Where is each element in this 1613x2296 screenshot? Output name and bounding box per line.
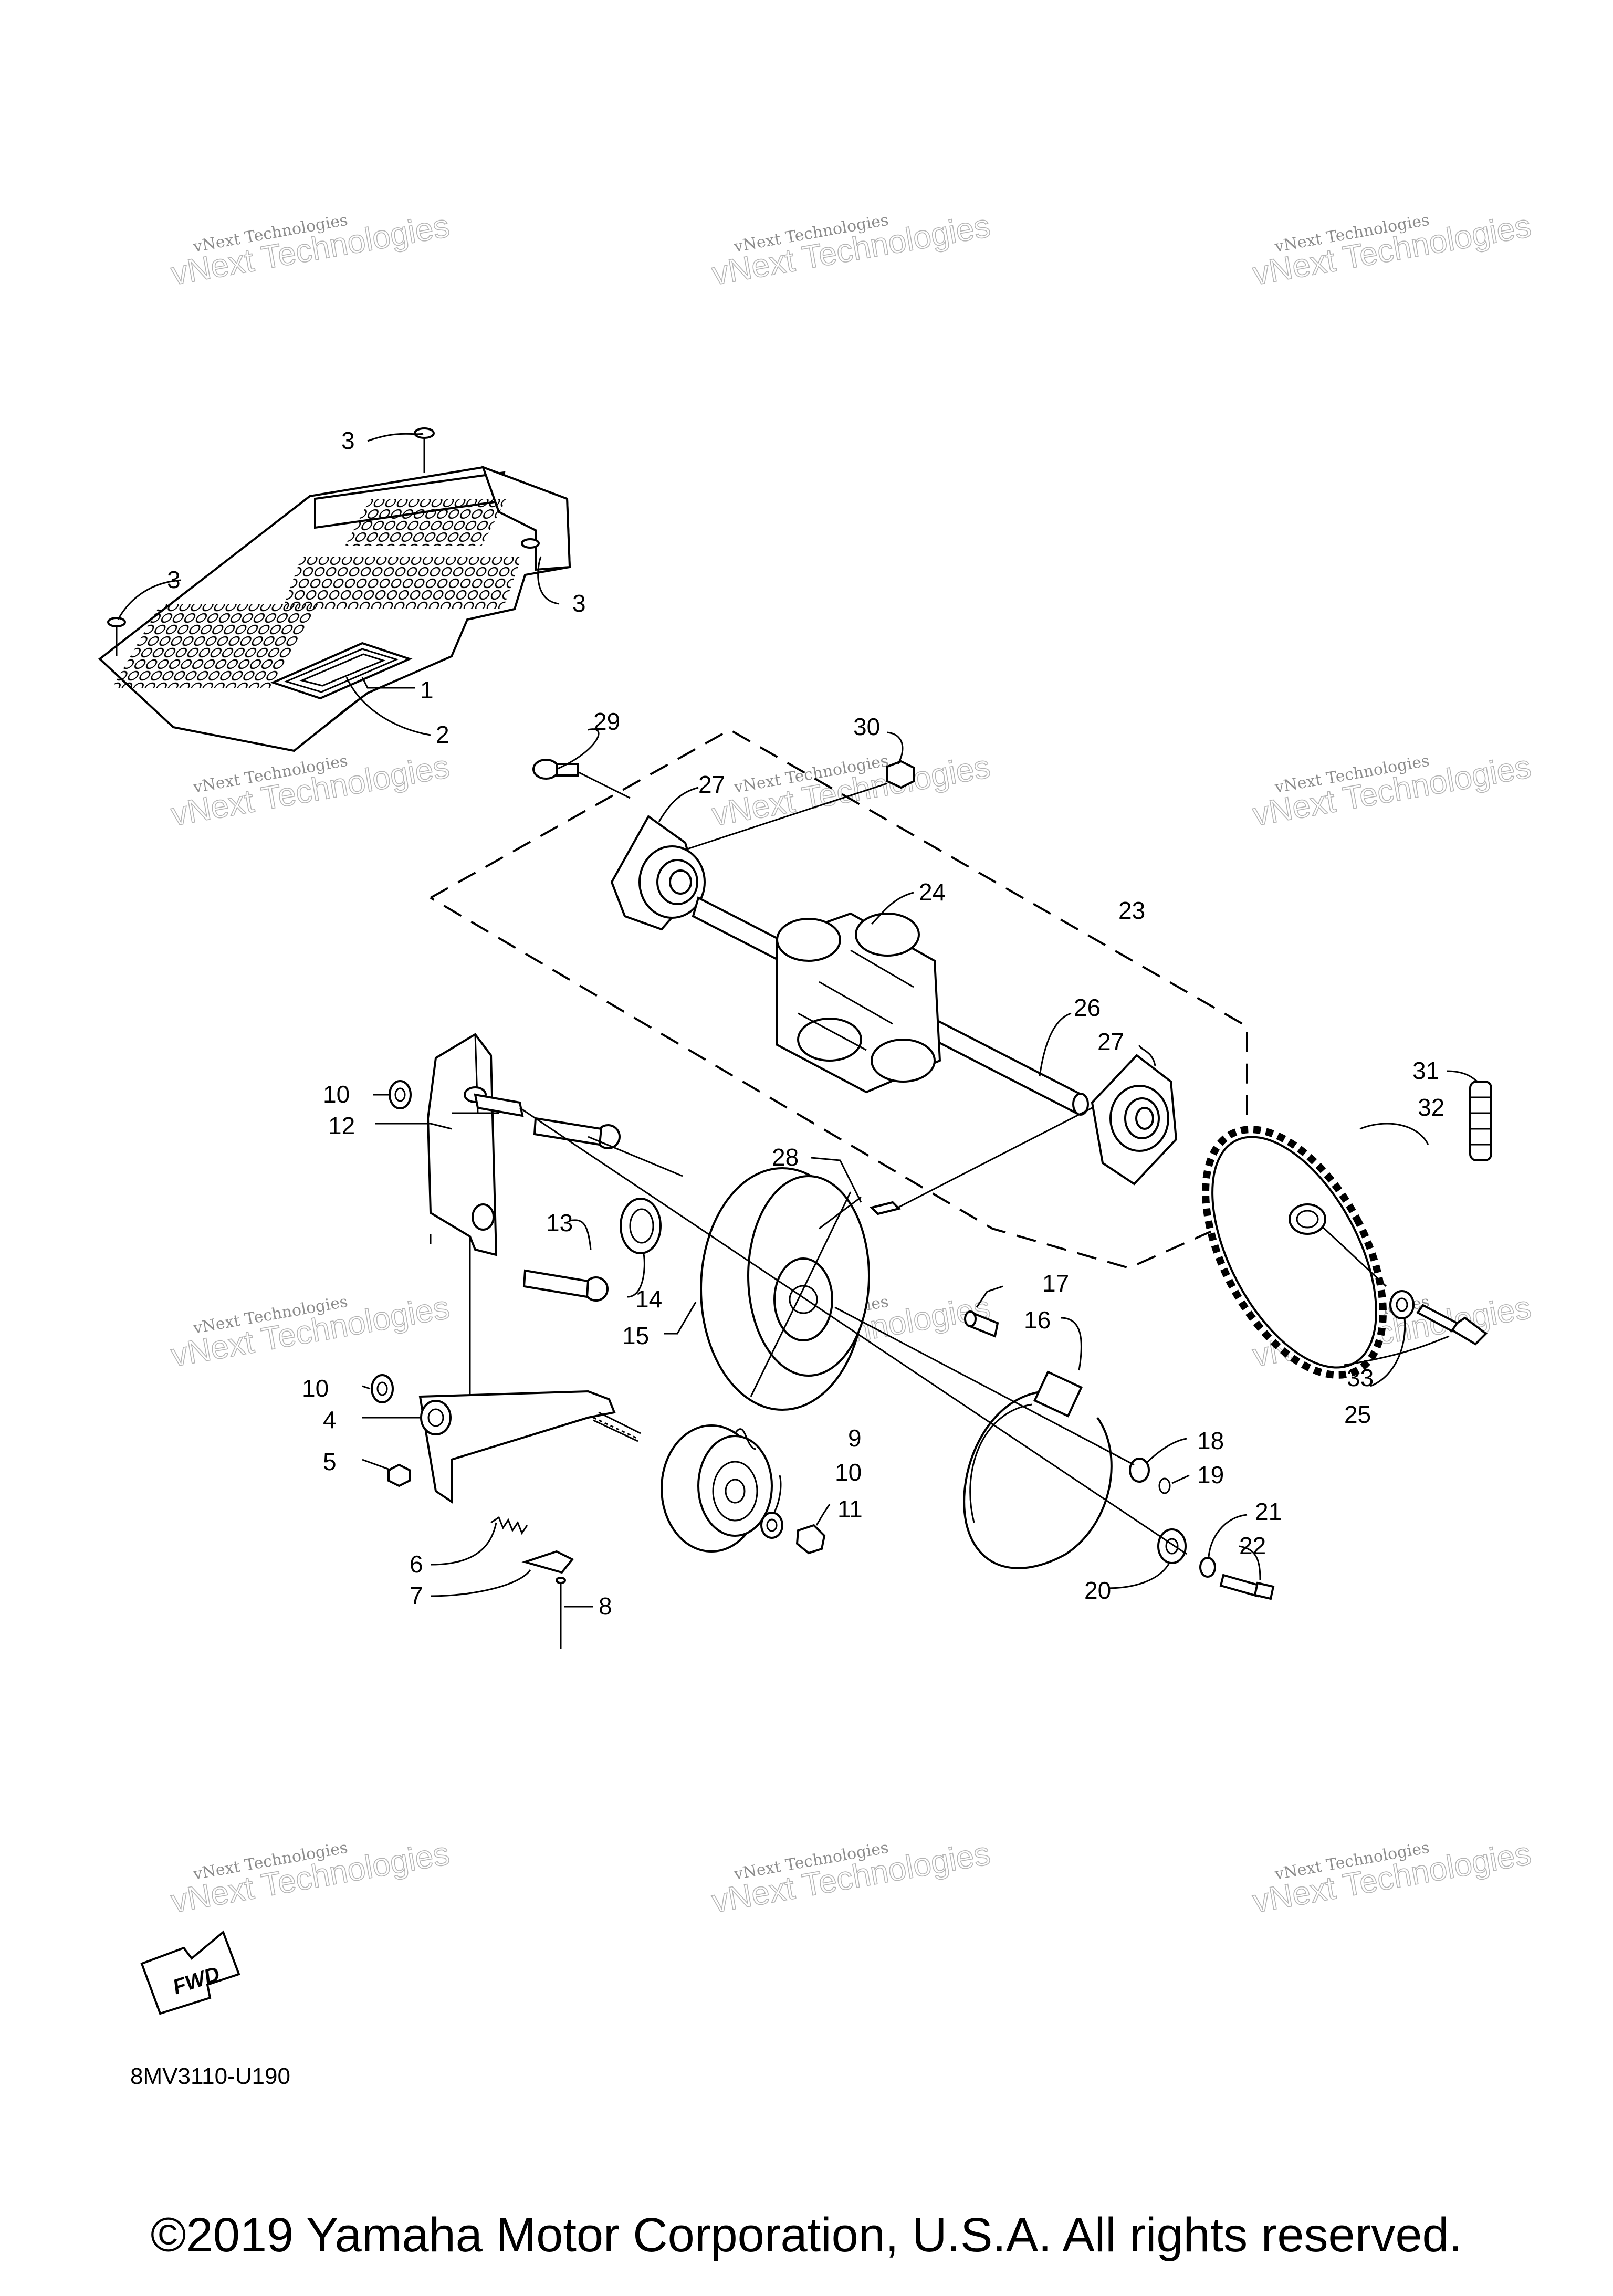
nut-30 <box>682 760 915 852</box>
bearing-flange-27b <box>1091 1054 1178 1186</box>
callout-10: 10 <box>323 1081 350 1108</box>
bolt-25 <box>1416 1304 1488 1346</box>
watermark: vNext Technologies vNext Technologies <box>709 207 993 293</box>
shaft-assembly-box <box>430 728 1248 1270</box>
callout-10: 10 <box>835 1459 862 1486</box>
callout-4: 4 <box>323 1406 337 1433</box>
callout-10: 10 <box>302 1375 329 1402</box>
rotor-24 <box>776 912 941 1094</box>
watermark: vNext Technologies vNext Technologies <box>168 748 453 834</box>
watermark: vNext Technologies vNext Technologies <box>709 748 993 834</box>
callout-12: 12 <box>328 1112 355 1139</box>
watermark: vNext Technologies vNext Technologies <box>1250 1835 1534 1921</box>
callout-3: 3 <box>572 590 586 617</box>
ring-19 <box>1158 1477 1171 1494</box>
callout-30: 30 <box>853 713 880 740</box>
callout-26: 26 <box>1074 994 1101 1021</box>
brake-band-16 <box>963 1370 1113 1569</box>
callouts: 3 3 3 1 2 29 30 27 24 23 26 27 28 31 32 … <box>167 427 1444 1620</box>
bearing-flange-27a <box>610 815 706 931</box>
watermark: vNext Technologies vNext Technologies <box>1250 748 1534 834</box>
key-28 <box>870 1107 1093 1215</box>
callout-1: 1 <box>420 676 434 704</box>
watermark: vNext Technologies vNext Technologies <box>168 1835 453 1921</box>
callout-22: 22 <box>1239 1532 1266 1559</box>
callout-33: 33 <box>1347 1364 1374 1391</box>
callout-6: 6 <box>410 1550 423 1578</box>
callout-2: 2 <box>436 721 449 748</box>
diagram-code: 8MV3110-U190 <box>130 2063 290 2089</box>
callout-17: 17 <box>1042 1270 1069 1297</box>
callout-21: 21 <box>1255 1498 1282 1525</box>
plate-7 <box>521 1550 574 1574</box>
watermark: vNext Technologies vNext Technologies <box>709 1835 993 1921</box>
callout-5: 5 <box>323 1448 337 1475</box>
callout-9: 9 <box>848 1424 862 1452</box>
nut-11 <box>795 1524 826 1555</box>
callout-18: 18 <box>1197 1427 1224 1454</box>
callout-20: 20 <box>1084 1577 1111 1604</box>
callout-23: 23 <box>1118 897 1145 924</box>
callout-27: 27 <box>698 771 725 798</box>
callout-24: 24 <box>919 878 946 906</box>
nut-5 <box>387 1463 411 1487</box>
callout-19: 19 <box>1197 1461 1224 1488</box>
watermark: vNext Technologies vNext Technologies <box>168 207 453 293</box>
sprocket-32 <box>1202 1126 1387 1379</box>
bolt-22 <box>1219 1574 1275 1600</box>
callout-28: 28 <box>772 1144 799 1171</box>
pin-17 <box>964 1310 999 1338</box>
callout-13: 13 <box>546 1209 573 1236</box>
callout-15: 15 <box>622 1322 649 1349</box>
pin-8 <box>556 1577 566 1649</box>
callout-leaders <box>117 433 1479 1608</box>
screw-3b <box>107 617 126 656</box>
copyright-notice: ©2019 Yamaha Motor Corporation, U.S.A. A… <box>150 2208 1463 2262</box>
idler-pulley-9 <box>661 1424 773 1553</box>
washer-10a <box>389 1080 412 1109</box>
callout-14: 14 <box>635 1285 662 1313</box>
callout-8: 8 <box>599 1592 612 1620</box>
washer-10b <box>371 1374 394 1403</box>
callout-29: 29 <box>593 708 620 735</box>
bracket-12 <box>426 1033 524 1397</box>
chain-31 <box>1469 1081 1492 1161</box>
screw-3a <box>414 427 435 473</box>
watermark: vNext Technologies vNext Technologies <box>168 1289 453 1375</box>
callout-11: 11 <box>837 1495 863 1523</box>
callout-3: 3 <box>167 566 181 593</box>
callout-31: 31 <box>1412 1057 1439 1084</box>
callout-16: 16 <box>1024 1306 1051 1334</box>
lock-washer-21 <box>1199 1557 1216 1578</box>
callout-27: 27 <box>1097 1028 1124 1055</box>
idler-arm-4 <box>418 1390 641 1504</box>
cover-plate <box>98 465 571 752</box>
callout-7: 7 <box>410 1582 423 1609</box>
collar-14 <box>620 1198 662 1254</box>
callout-3: 3 <box>341 427 355 454</box>
washer-33 <box>1389 1290 1415 1319</box>
watermark: vNext Technologies vNext Technologies <box>1250 207 1534 293</box>
bolt-29 <box>532 759 631 799</box>
screw-3c <box>521 538 540 549</box>
fwd-arrow-icon: FWD <box>140 1930 240 2015</box>
washer-10c <box>760 1512 783 1539</box>
washer-20 <box>1157 1528 1187 1564</box>
callout-32: 32 <box>1418 1094 1444 1121</box>
callout-25: 25 <box>1344 1401 1371 1428</box>
spring-6 <box>490 1516 528 1535</box>
drum-15 <box>700 1167 870 1411</box>
washer-18 <box>1129 1458 1150 1483</box>
assembly-lines <box>519 1107 1187 1555</box>
